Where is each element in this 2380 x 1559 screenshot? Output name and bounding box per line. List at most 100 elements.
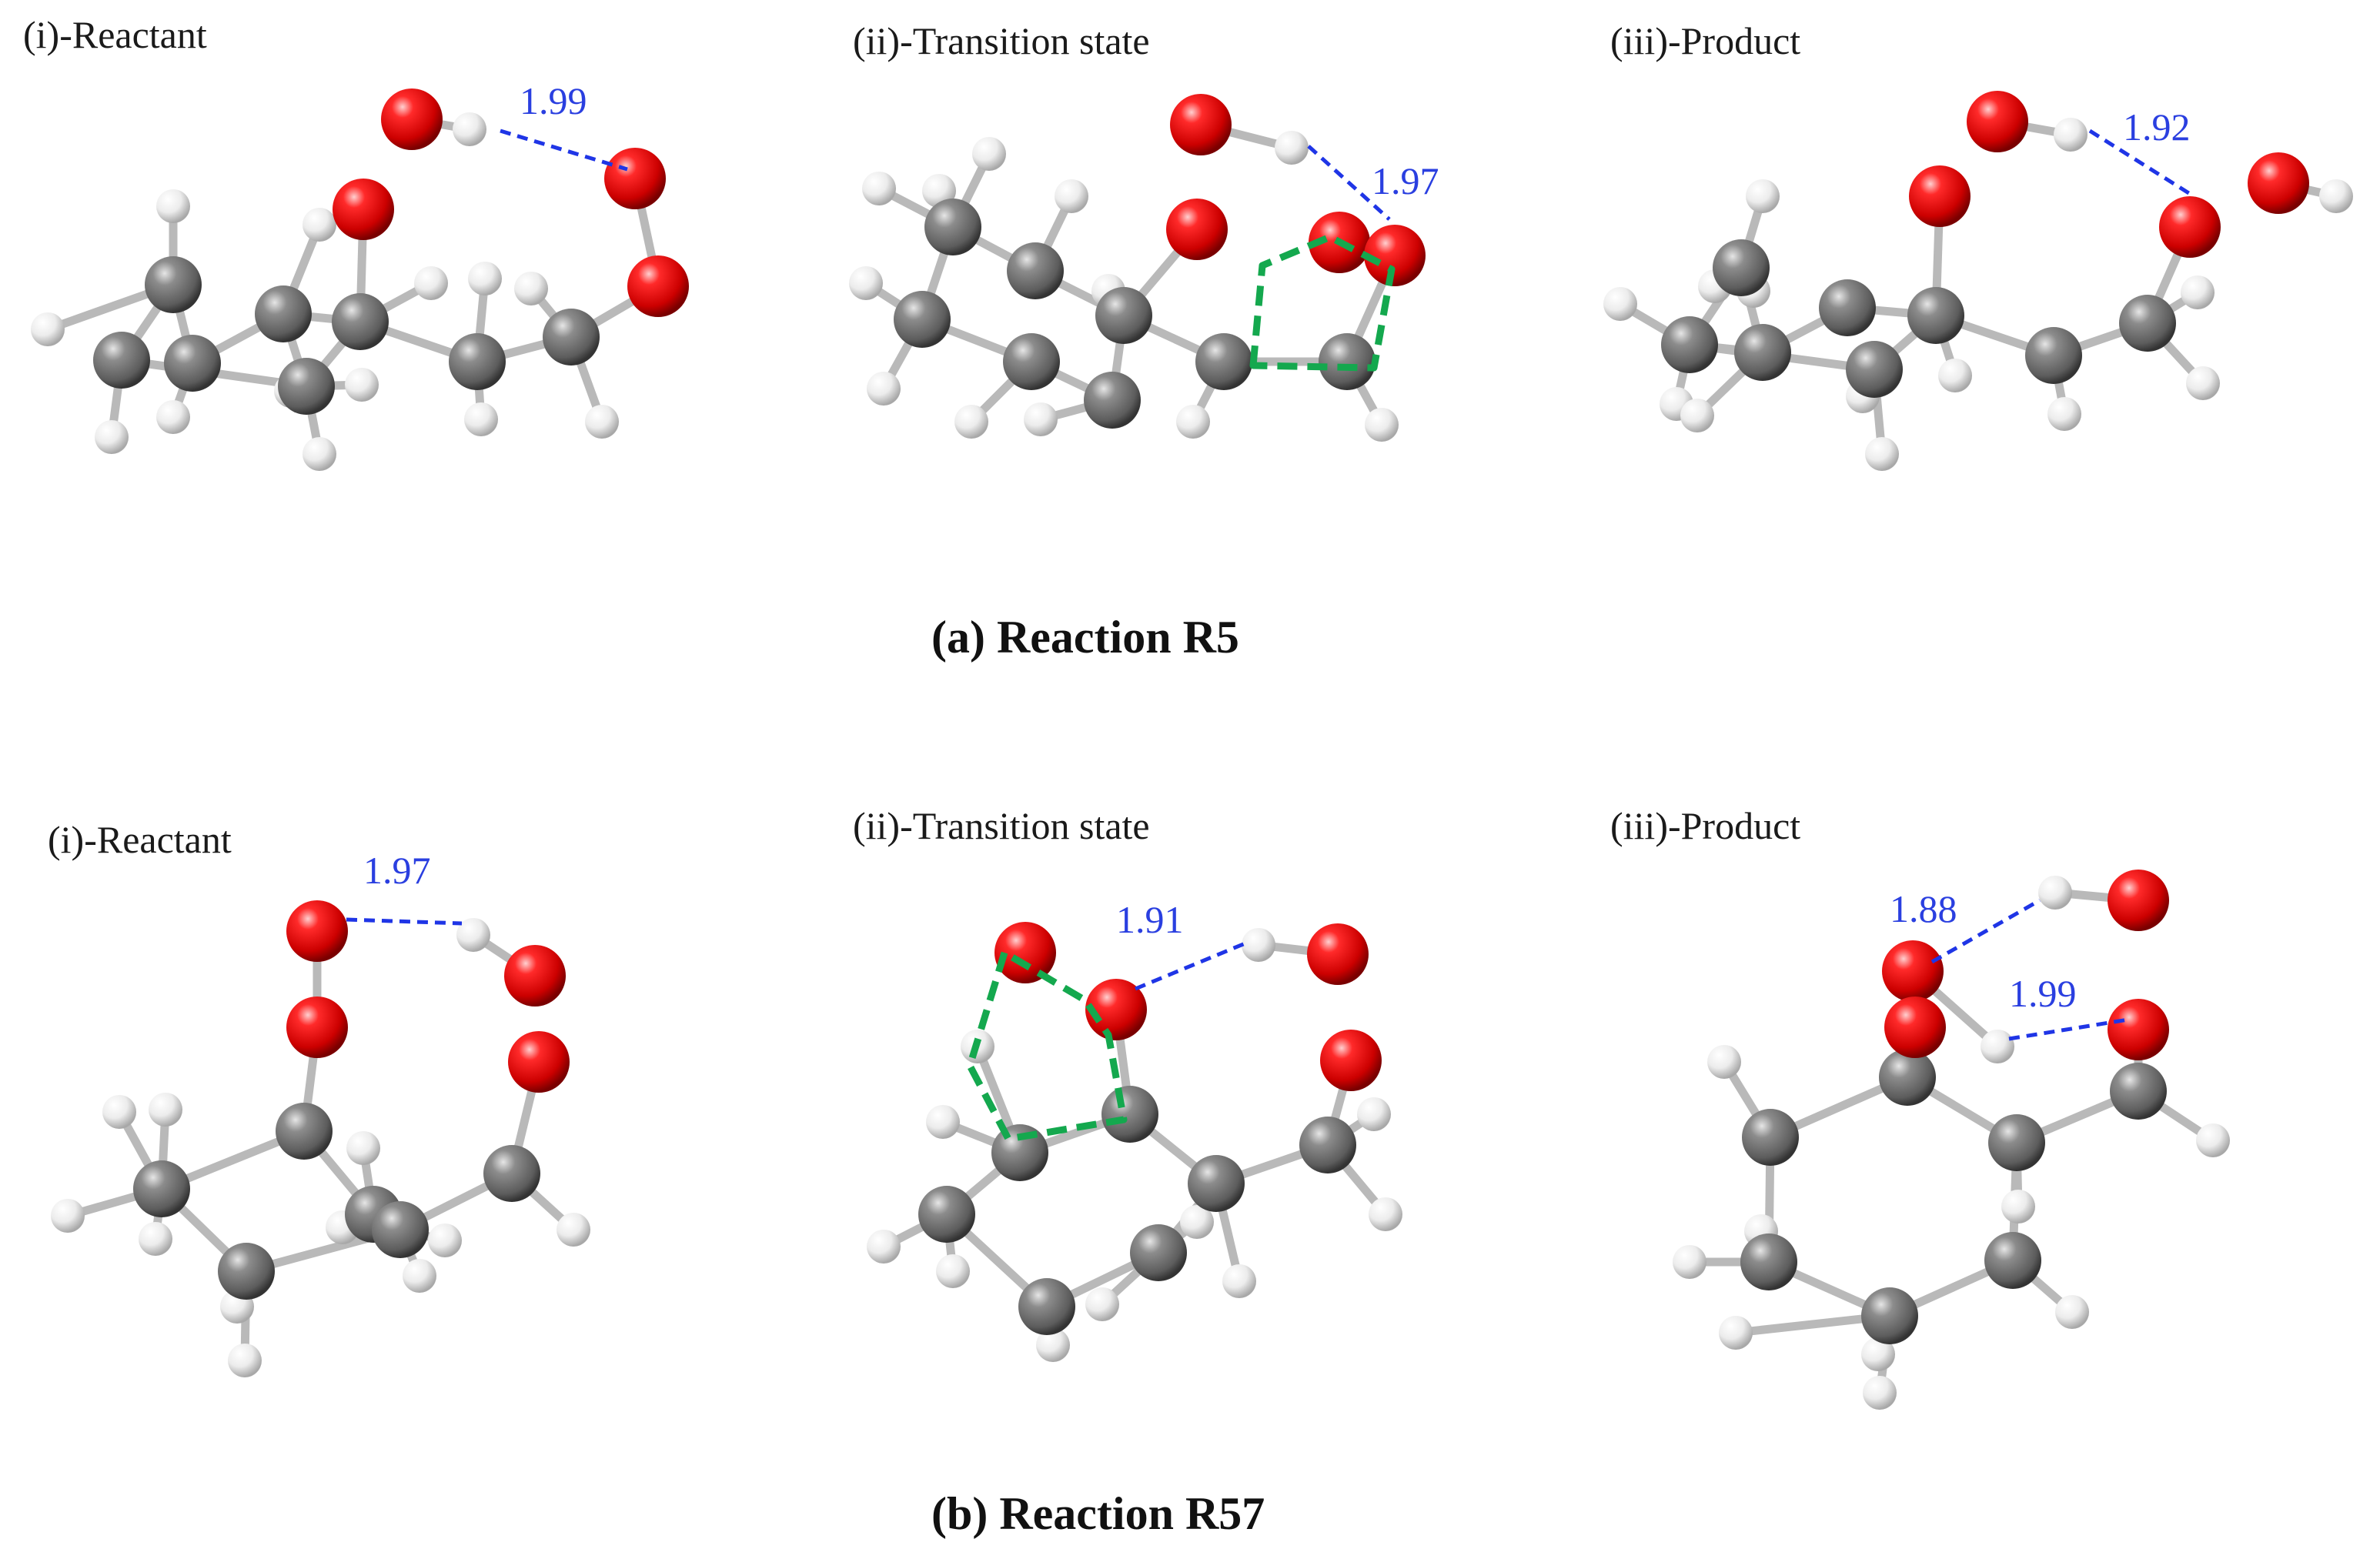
- hydrogen-atom: [862, 172, 896, 205]
- carbon-atom: [991, 1124, 1048, 1181]
- distance-a-product: 1.92: [2123, 105, 2191, 149]
- oxygen-atom: [604, 148, 666, 209]
- hydrogen-atom: [936, 1254, 970, 1288]
- hydrogen-atom: [228, 1344, 262, 1377]
- carbon-atom: [1319, 333, 1376, 390]
- label-b-reactant: (i)-Reactant: [48, 818, 232, 861]
- carbon-atom: [918, 1186, 975, 1243]
- carbon-atom: [1007, 242, 1064, 299]
- hydrogen-atom: [139, 1222, 172, 1256]
- carbon-atom: [1742, 1109, 1799, 1166]
- oxygen-atom: [1170, 94, 1232, 155]
- hydrogen-atom: [303, 208, 336, 242]
- carbon-atom: [218, 1243, 275, 1300]
- hydrogen-atom: [2055, 1295, 2089, 1329]
- oxygen-atom: [2108, 870, 2169, 931]
- hbond-b-product-2: [2008, 1017, 2129, 1041]
- hydrogen-atom: [954, 405, 988, 439]
- hydrogen-atom: [95, 420, 129, 454]
- molecule-a-transition-state: [849, 94, 1426, 442]
- oxygen-atom: [286, 900, 348, 962]
- oxygen-atom: [508, 1031, 570, 1093]
- molecule-a-reactant: [31, 88, 689, 471]
- carbon-atom: [1740, 1234, 1797, 1290]
- hydrogen-atom: [464, 402, 498, 436]
- oxygen-atom: [1909, 165, 1971, 227]
- hydrogen-atom: [1357, 1097, 1391, 1131]
- oxygen-atom: [1166, 199, 1228, 260]
- hydrogen-atom: [149, 1093, 182, 1127]
- carbon-atom: [278, 358, 335, 415]
- caption-b: (b) Reaction R57: [931, 1488, 1265, 1539]
- hbond-a-reactant: [500, 129, 628, 172]
- carbon-atom: [2025, 327, 2082, 384]
- hydrogen-atom: [102, 1095, 136, 1129]
- hydrogen-atom: [1024, 402, 1058, 436]
- carbon-atom: [449, 333, 506, 390]
- distance-b-product-2: 1.99: [2009, 972, 2077, 1015]
- oxygen-atom: [994, 922, 1056, 983]
- hydrogen-atom: [1242, 928, 1275, 962]
- hydrogen-atom: [2054, 118, 2088, 152]
- hbond-b-product-1: [1930, 898, 2041, 964]
- label-b-transition-state: (ii)-Transition state: [853, 804, 1150, 847]
- oxygen-atom: [333, 179, 394, 240]
- carbon-atom: [894, 291, 951, 348]
- distance-b-ts: 1.91: [1116, 898, 1184, 941]
- carbon-atom: [1713, 239, 1770, 296]
- ts-ring-a: [1249, 233, 1396, 372]
- hydrogen-atom: [1861, 1337, 1895, 1371]
- molecule-a-product: [1603, 91, 2353, 471]
- label-b-product: (iii)-Product: [1610, 804, 1800, 847]
- hbond-a-ts: [1307, 145, 1391, 221]
- carbon-atom: [1299, 1117, 1356, 1173]
- hydrogen-atom: [2038, 876, 2072, 910]
- hydrogen-atom: [972, 137, 1006, 171]
- carbon-atom: [332, 293, 389, 350]
- molecule-b-product: [1673, 870, 2230, 1410]
- hydrogen-atom: [1680, 399, 1714, 432]
- carbon-atom: [1734, 324, 1791, 381]
- hydrogen-atom: [453, 112, 486, 146]
- carbon-atom: [145, 256, 202, 313]
- hydrogen-atom: [1938, 359, 1972, 392]
- carbon-atom: [1846, 341, 1903, 398]
- oxygen-atom: [1884, 996, 1946, 1058]
- oxygen-atom: [2159, 196, 2221, 258]
- molecule-b-transition-state: [867, 922, 1402, 1362]
- hydrogen-atom: [1180, 1205, 1214, 1239]
- hydrogen-atom: [867, 1230, 901, 1264]
- carbon-atom: [1188, 1155, 1245, 1212]
- hydrogen-atom: [414, 266, 448, 300]
- carbon-atom: [1101, 1086, 1158, 1143]
- hydrogen-atom: [156, 400, 190, 434]
- hydrogen-atom: [1369, 1197, 1402, 1231]
- hydrogen-atom: [1719, 1316, 1753, 1350]
- carbon-atom: [924, 199, 981, 255]
- carbon-atom: [483, 1145, 540, 1202]
- hydrogen-atom: [2319, 179, 2353, 213]
- hydrogen-atom: [1275, 131, 1309, 165]
- hydrogen-atom: [1085, 1287, 1119, 1321]
- hydrogen-atom: [1707, 1045, 1741, 1079]
- carbon-atom: [1984, 1232, 2041, 1289]
- hydrogen-atom: [926, 1105, 960, 1139]
- carbon-atom: [1084, 372, 1141, 429]
- label-a-transition-state: (ii)-Transition state: [853, 19, 1150, 62]
- distance-a-ts: 1.97: [1372, 159, 1439, 202]
- carbon-atom: [1095, 287, 1152, 344]
- label-a-reactant: (i)-Reactant: [23, 13, 207, 56]
- oxygen-atom: [286, 996, 348, 1058]
- carbon-atom: [1130, 1224, 1187, 1281]
- label-a-product: (iii)-Product: [1610, 19, 1800, 62]
- carbon-atom: [164, 335, 221, 392]
- carbon-atom: [543, 309, 600, 366]
- oxygen-atom: [381, 88, 443, 150]
- hbond-a-product: [2088, 129, 2195, 199]
- oxygen-atom: [627, 255, 689, 317]
- oxygen-atom: [2108, 999, 2169, 1060]
- hbond-b-ts: [1135, 940, 1248, 991]
- distance-b-product-1: 1.88: [1890, 887, 1957, 930]
- carbon-atom: [2110, 1063, 2167, 1120]
- carbon-atom: [372, 1201, 429, 1258]
